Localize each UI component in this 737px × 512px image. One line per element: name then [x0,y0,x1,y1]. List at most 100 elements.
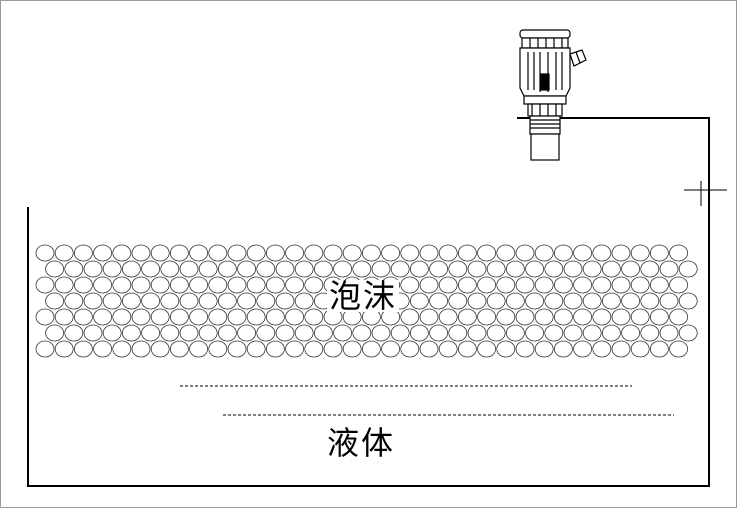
foam-bubble [371,260,391,278]
foam-bubble [640,324,660,342]
foam-bubble [477,276,497,294]
foam-bubble [112,276,132,294]
foam-bubble [342,244,362,262]
foam-bubble [419,340,439,358]
foam-bubble [83,324,103,342]
foam-bubble [400,340,420,358]
foam-bubble [592,308,612,326]
foam-bubble [630,340,650,358]
foam-bubble [419,276,439,294]
foam-bubble [83,292,103,310]
foam-bubble [45,260,64,278]
foam-bubble [150,244,170,262]
foam-bubble [429,324,449,342]
foam-bubble [131,276,151,294]
foam-bubble [169,340,189,358]
foam-bubble [150,340,170,358]
foam-bubble [381,244,401,262]
foam-bubble [400,276,420,294]
foam-bubble [198,292,218,310]
foam-bubble [237,324,257,342]
foam-bubble [265,340,285,358]
foam-bubble [486,260,506,278]
foam-bubble [630,276,650,294]
foam-bubble [227,244,247,262]
foam-bubble [400,308,420,326]
foam-bubble [189,244,209,262]
foam-bubble [563,324,583,342]
foam-bubble [361,244,381,262]
foam-bubble [217,292,237,310]
foam-bubble [477,308,497,326]
foam-bubble [506,324,525,342]
foam-bubble [573,244,592,262]
foam-bubble [573,308,592,326]
foam-bubble [93,244,112,262]
foam-bubble [93,308,112,326]
foam-bubble [294,292,314,310]
foam-bubble [486,324,506,342]
foam-bubble [304,276,324,294]
foam-bubble [285,340,305,358]
foam-bubble [554,276,573,294]
foam-bubble [150,276,170,294]
foam-bubble [630,244,650,262]
foam-bubble [208,244,228,262]
foam-bubble [294,324,314,342]
foam-bubble [467,260,487,278]
foam-bubble [74,244,93,262]
foam-bubble [54,244,74,262]
foam-bubble [582,260,602,278]
foam-bubble [121,324,141,342]
foam-bubble [525,292,544,310]
foam-bubble [208,308,228,326]
foam-bubble [534,276,554,294]
foam-bubble [669,308,688,326]
foam-bubble [506,260,525,278]
foam-bubble [304,244,324,262]
foam-bubble [621,260,640,278]
foam-bubble [64,292,84,310]
foam-bubble [294,260,314,278]
foam-bubble [246,244,266,262]
foam-bubble [141,260,161,278]
foam-bubble [112,340,132,358]
tank-outline [27,118,710,487]
foam-bubble [640,292,660,310]
foam-bubble [246,276,266,294]
foam-bubble [141,324,161,342]
foam-bubble [64,324,84,342]
foam-bubble [602,260,621,278]
foam-bubble [265,308,285,326]
foam-bubble [275,292,295,310]
foam-bubble [573,340,592,358]
foam-bubble [602,324,621,342]
foam-bubble [112,244,132,262]
foam-bubble [45,324,64,342]
foam-bubble [160,292,180,310]
foam-bubble [93,276,112,294]
foam-bubble [457,244,477,262]
foam-bubble [409,324,429,342]
foam-bubble [265,244,285,262]
foam-bubble [582,292,602,310]
foam-bubble [54,276,74,294]
foam-bubble [198,260,218,278]
foam-bubble [419,244,439,262]
foam-bubble [35,308,55,326]
foam-bubble [83,260,103,278]
foam-bubble [611,340,631,358]
foam-bubble [390,324,410,342]
ultrasonic-level-sensor-icon [519,29,587,161]
foam-bubble [390,260,410,278]
foam-bubble [611,276,631,294]
foam-bubble [208,340,228,358]
foam-bubble [563,292,583,310]
foam-bubble [313,324,333,342]
foam-bubble [35,340,55,358]
foam-bubble [669,244,688,262]
foam-bubble [93,340,112,358]
foam-bubble [438,244,458,262]
foam-bubble [496,244,516,262]
foam-bubble [409,292,429,310]
